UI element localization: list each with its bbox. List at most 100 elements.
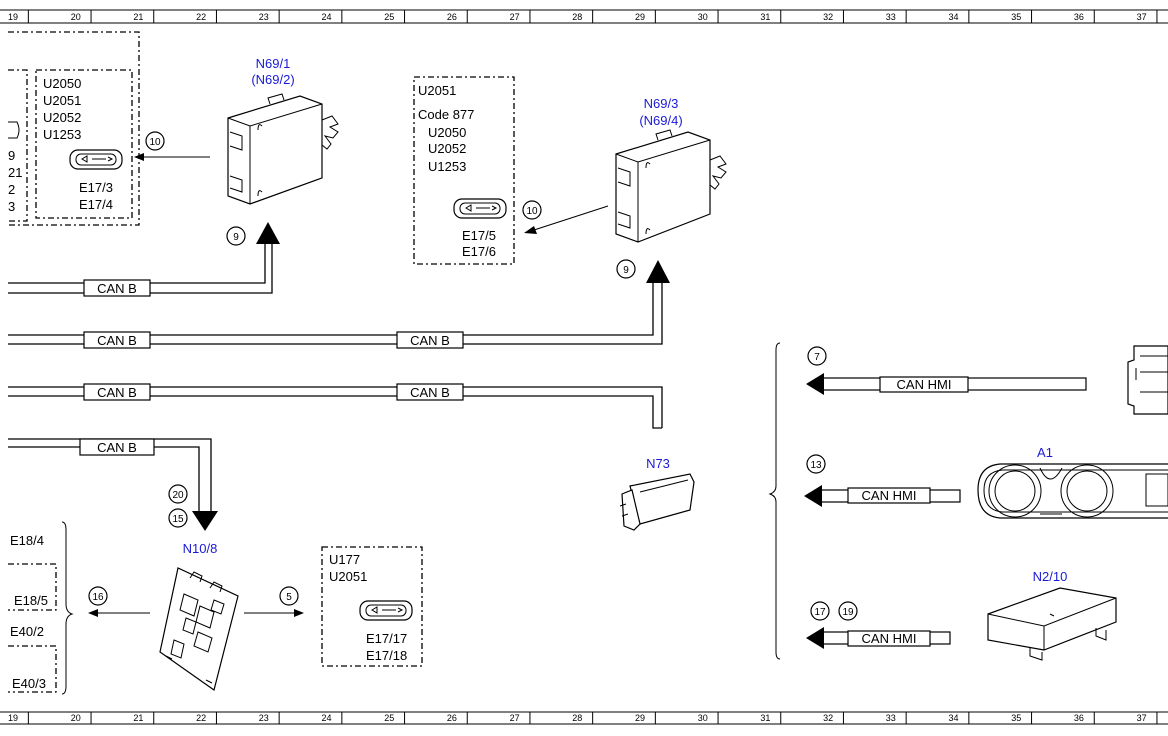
ruler-label: 29 [635, 12, 645, 22]
can-hmi-row-1: CAN HMI [806, 373, 1087, 395]
callout-7: 7 [807, 346, 827, 366]
fault-code: U2051 [418, 83, 456, 98]
ruler-label: 27 [510, 713, 520, 723]
can-hmi-row-2: CAN HMI [804, 485, 961, 507]
svg-text:9: 9 [623, 265, 629, 276]
fault-code: U2051 [43, 93, 81, 108]
fault-code: U2050 [43, 76, 81, 91]
ruler-label: 20 [71, 12, 81, 22]
ruler-label: 22 [196, 713, 206, 723]
connector-label: E17/4 [79, 197, 113, 212]
partial-code-2: 21 [8, 165, 22, 180]
ruler-label: 37 [1137, 713, 1147, 723]
ruler-label: 27 [510, 12, 520, 22]
ruler-label: 21 [133, 713, 143, 723]
ruler-label: 20 [71, 713, 81, 723]
module-label: A1 [1037, 445, 1053, 460]
connector-icon [359, 600, 413, 621]
fault-code: U2052 [428, 141, 466, 156]
e-label: E40/2 [10, 624, 44, 639]
connector-label: E17/3 [79, 180, 113, 195]
module-label: N69/1 [256, 56, 291, 71]
can-b-labels: CAN B CAN B CAN B CAN B CAN B CAN B [79, 279, 464, 456]
instrument-cluster-a1: A1 [977, 445, 1168, 519]
callout-10: 10 [145, 131, 165, 151]
ruler-label: 25 [384, 12, 394, 22]
e-label: E40/3 [12, 676, 46, 691]
svg-text:5: 5 [286, 592, 292, 603]
svg-text:10: 10 [526, 206, 538, 217]
bus-label: CAN B [97, 333, 137, 348]
arrow-heads [192, 222, 670, 531]
ruler-label: 33 [886, 12, 896, 22]
fault-code: U1253 [43, 127, 81, 142]
callout-16: 16 [88, 586, 108, 606]
ruler-label: 23 [259, 713, 269, 723]
bus-label: CAN HMI [862, 488, 917, 503]
ruler-label: 32 [823, 713, 833, 723]
callout-15: 15 [168, 508, 188, 528]
ruler-label: 28 [572, 713, 582, 723]
can-hmi-row-3: CAN HMI [806, 627, 951, 649]
e-label: E18/5 [14, 593, 48, 608]
svg-text:9: 9 [233, 232, 239, 243]
ruler-label: 35 [1011, 713, 1021, 723]
connector-label: E17/17 [366, 631, 407, 646]
module-n10-8: N10/8 [159, 541, 239, 691]
ruler-label: 30 [698, 12, 708, 22]
ruler-label: 24 [321, 12, 331, 22]
ruler-label: 34 [948, 713, 958, 723]
fault-code: U177 [329, 552, 360, 567]
callout-20: 20 [168, 484, 188, 504]
bus-label: CAN B [410, 385, 450, 400]
module-n69-3: N69/3 (N69/4) [615, 96, 727, 243]
callout-5: 5 [279, 586, 299, 606]
ruler-label: 28 [572, 12, 582, 22]
fault-box-1: U2050 U2051 U2052 U1253 E17/3 E17/4 [35, 69, 133, 219]
ruler-label: 31 [760, 713, 770, 723]
module-n73: N73 [619, 456, 695, 531]
ruler-label: 33 [886, 713, 896, 723]
connector-label: E17/6 [462, 244, 496, 259]
ruler-label: 29 [635, 713, 645, 723]
fault-code: U2051 [329, 569, 367, 584]
ruler-label: 26 [447, 12, 457, 22]
partial-code-3: 2 [8, 182, 15, 197]
fault-code: U1253 [428, 159, 466, 174]
ruler-label: 35 [1011, 12, 1021, 22]
svg-text:7: 7 [814, 352, 820, 363]
ruler-label: 24 [321, 713, 331, 723]
ruler-label: 19 [8, 713, 18, 723]
ruler-label: 37 [1137, 12, 1147, 22]
svg-text:13: 13 [810, 460, 822, 471]
can-b-wires [8, 243, 663, 512]
bus-label: CAN B [97, 385, 137, 400]
ruler-label: 36 [1074, 12, 1084, 22]
ruler-label: 19 [8, 12, 18, 22]
callout-10: 10 [522, 200, 542, 220]
fault-box-2: U2051 Code 877 U2050 U2052 U1253 E17/5 E… [413, 76, 515, 265]
module-n69-1: N69/1 (N69/2) [227, 56, 339, 205]
fault-code: U2052 [43, 110, 81, 125]
ruler-label: 25 [384, 713, 394, 723]
partial-code-1: 9 [8, 148, 15, 163]
connector-label: E17/5 [462, 228, 496, 243]
connector-icon [453, 198, 507, 219]
module-label: N73 [646, 456, 670, 471]
group-brace [768, 342, 781, 660]
partial-device [1127, 345, 1168, 415]
bus-label: CAN B [97, 281, 137, 296]
partial-fault-box: 9 21 2 3 [8, 31, 140, 226]
ruler-label: 36 [1074, 713, 1084, 723]
ruler-label: 30 [698, 713, 708, 723]
callout-13: 13 [806, 454, 826, 474]
svg-text:16: 16 [92, 592, 104, 603]
module-n2-10: N2/10 [987, 569, 1117, 661]
ruler-label: 23 [259, 12, 269, 22]
callout-9: 9 [226, 226, 246, 246]
signal-arrows [88, 153, 609, 617]
e-label-group: E18/4 E18/5 E40/2 E40/3 [8, 521, 74, 695]
